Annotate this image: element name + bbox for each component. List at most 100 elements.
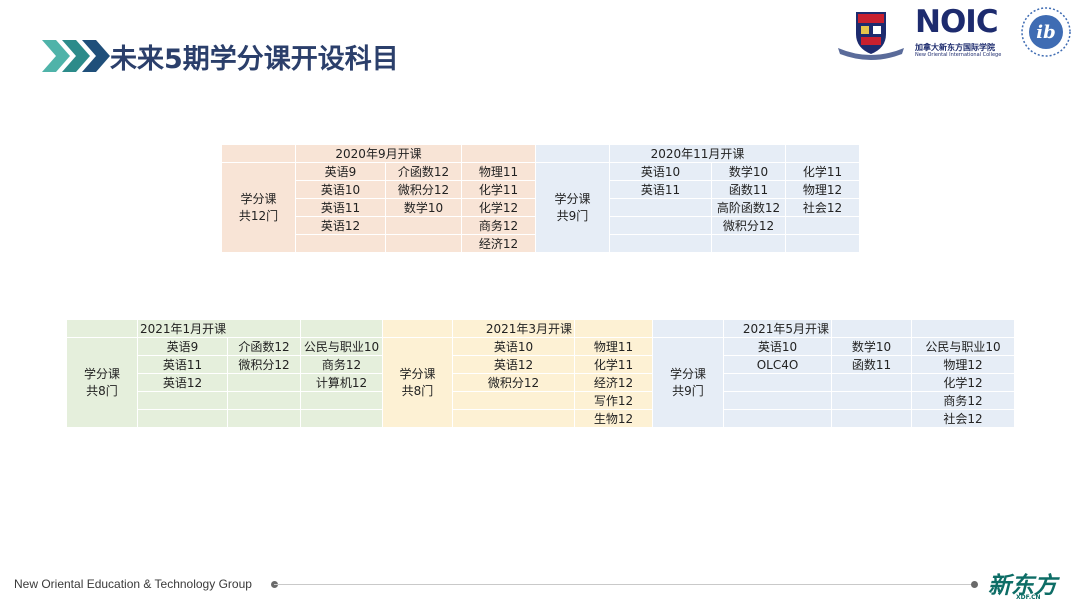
table-cell: 公民与职业10 — [300, 337, 383, 356]
table-cell: 介函数12 — [385, 162, 462, 181]
table-row: 2021年5月开课 — [652, 319, 1015, 338]
table-cell — [300, 409, 383, 428]
table-row: OLC4O 函数11 物理12 — [653, 355, 1015, 374]
table-cell: 英语10 — [723, 337, 832, 356]
table-cell — [723, 373, 832, 392]
table-row: 学分课 共12门 英语9 介函数12 物理11 — [221, 162, 536, 253]
table-cell — [831, 373, 912, 392]
table-cell: 化学12 — [461, 198, 536, 217]
table-cell: 化学11 — [785, 162, 860, 181]
table-cell — [711, 234, 786, 253]
table-cell — [723, 409, 832, 428]
table-cell — [227, 391, 301, 410]
table-cell: 物理11 — [574, 337, 653, 356]
table-cell: 公民与职业10 — [911, 337, 1015, 356]
table-cell: 微积分12 — [452, 373, 575, 392]
table-cell: OLC4O — [723, 355, 832, 374]
table-row: 经济12 — [222, 234, 536, 253]
table-cell: 经济12 — [461, 234, 536, 253]
table-row: 学分课 共8门 英语9 介函数12 公民与职业10 — [66, 337, 383, 428]
page-title: 未来5期学分课开设科目 — [110, 44, 399, 75]
table-cell: 微积分12 — [385, 180, 462, 199]
table-row: 学分课 共9门 英语10 数学10 化学11 — [535, 162, 860, 253]
table-cell: 英语11 — [295, 198, 386, 217]
table-cell — [723, 391, 832, 410]
table-cell: 英语10 — [295, 180, 386, 199]
table-cell — [227, 409, 301, 428]
table-cell: 社会12 — [911, 409, 1015, 428]
table-2020-nov: 2020年11月开课 学分课 共9门 英语10 数学10 化学11 英语11 函… — [535, 144, 860, 253]
table-2021-may: 2021年5月开课 学分课 共9门 英语10 数学10 公民与职业10 OLC4… — [652, 319, 1015, 428]
table-cell: 商务12 — [300, 355, 383, 374]
table-cell: 商务12 — [911, 391, 1015, 410]
table-cell: 英语9 — [295, 162, 386, 181]
table-row: 社会12 — [653, 409, 1015, 428]
table-cell: 英语12 — [137, 373, 228, 392]
table-cell: 函数11 — [831, 355, 912, 374]
table-cell — [385, 234, 462, 253]
ib-logo-icon: ib — [1021, 7, 1071, 57]
table-row: 英语11 数学10 化学12 — [222, 198, 536, 217]
table-cell: 数学10 — [385, 198, 462, 217]
table-cell — [227, 373, 301, 392]
table-row: 高阶函数12 社会12 — [536, 198, 860, 217]
table-row: 学分课 共8门 英语10 物理11 — [382, 337, 653, 428]
table-cell: 英语11 — [609, 180, 712, 199]
table-row: 写作12 — [383, 391, 653, 410]
ib-logo-text: ib — [1036, 22, 1055, 43]
table-cell: 介函数12 — [227, 337, 301, 356]
table-row: 商务12 — [653, 391, 1015, 410]
table-row: 2020年9月开课 — [221, 144, 536, 163]
table-cell — [831, 409, 912, 428]
table-cell: 写作12 — [574, 391, 653, 410]
side-label-text: 学分课 共12门 — [238, 191, 279, 223]
table-cell: 英语9 — [137, 337, 228, 356]
table-cell — [785, 216, 860, 235]
table-header: 2020年9月开课 — [295, 144, 462, 163]
table-2021-mar: 2021年3月开课 学分课 共8门 英语10 物理11 英语12 化学11 微积… — [382, 319, 653, 428]
noic-chinese-name: 加拿大新东方国际学院 — [915, 43, 995, 52]
side-label-text: 学分课 共9门 — [669, 366, 706, 398]
table-row: 2020年11月开课 — [535, 144, 860, 163]
noic-english-name: New Oriental International College — [915, 52, 1002, 58]
table-cell: 化学11 — [574, 355, 653, 374]
table-cell — [609, 216, 712, 235]
table-cell: 微积分12 — [711, 216, 786, 235]
side-label: 学分课 共9门 — [535, 162, 610, 253]
table-cell: 高阶函数12 — [711, 198, 786, 217]
side-label-text: 学分课 共8门 — [399, 366, 436, 398]
side-label-text: 学分课 共9门 — [554, 191, 591, 223]
table-cell: 计算机12 — [300, 373, 383, 392]
table-row: 2021年3月开课 — [382, 319, 653, 338]
school-crest-icon — [838, 12, 904, 60]
footer-dot-right — [971, 581, 978, 588]
footer-divider — [274, 584, 974, 585]
table-cell — [785, 234, 860, 253]
table-cell — [609, 198, 712, 217]
table-cell: 微积分12 — [227, 355, 301, 374]
table-cell — [137, 391, 228, 410]
table-2020-sep: 2020年9月开课 学分课 共12门 英语9 介函数12 物理11 英语10 微… — [221, 144, 536, 253]
xdf-brand-logo: 新东方 — [988, 573, 1057, 599]
table-row: 2021年1月开课 — [66, 319, 383, 338]
table-cell: 化学12 — [911, 373, 1015, 392]
table-cell: 化学11 — [461, 180, 536, 199]
table-cell: 物理12 — [911, 355, 1015, 374]
table-cell: 英语12 — [452, 355, 575, 374]
side-label: 学分课 共12门 — [221, 162, 296, 253]
table-cell: 物理12 — [785, 180, 860, 199]
noic-logo-text: NOIC — [915, 4, 999, 40]
table-row — [67, 409, 383, 428]
side-label: 学分课 共8门 — [66, 337, 138, 428]
table-header: 2021年5月开课 — [723, 319, 832, 338]
table-cell: 生物12 — [574, 409, 653, 428]
table-cell: 商务12 — [461, 216, 536, 235]
table-cell: 数学10 — [711, 162, 786, 181]
xdf-brand-url: XDF.CN — [1016, 594, 1041, 601]
table-cell: 英语10 — [452, 337, 575, 356]
table-row: 英语12 商务12 — [222, 216, 536, 235]
table-header: 2021年1月开课 — [137, 319, 301, 338]
table-row — [67, 391, 383, 410]
logo-group: NOIC 加拿大新东方国际学院 New Oriental Internation… — [836, 4, 1072, 62]
table-row: 英语11 微积分12 商务12 — [67, 355, 383, 374]
